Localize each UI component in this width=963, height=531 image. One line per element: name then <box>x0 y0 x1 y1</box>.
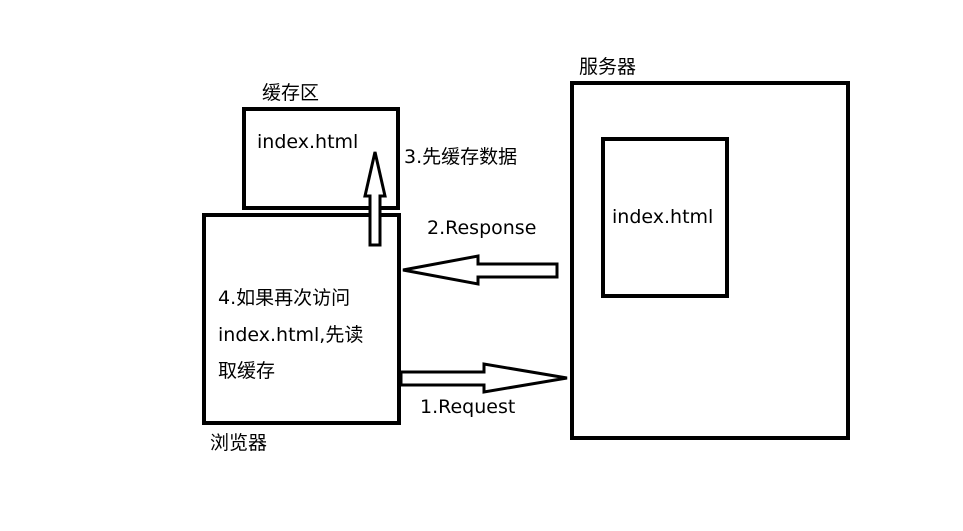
server-file-label: index.html <box>612 206 714 228</box>
server-file-box <box>601 137 729 298</box>
browser-box <box>202 213 401 425</box>
step2-label: 2.Response <box>427 217 537 239</box>
cache-box <box>242 107 400 210</box>
step3-label: 3.先缓存数据 <box>404 146 518 168</box>
cache-file-label: index.html <box>257 131 359 153</box>
cache-title: 缓存区 <box>262 82 320 104</box>
server-box <box>570 81 850 440</box>
step4-line-1: 4.如果再次访问 <box>218 287 351 309</box>
step4-line-3: 取缓存 <box>218 360 276 382</box>
step4-line-2: index.html,先读 <box>218 324 364 346</box>
response-arrow <box>402 254 559 286</box>
cache-store-arrow <box>363 151 387 247</box>
request-arrow <box>399 362 568 394</box>
step1-label: 1.Request <box>420 396 516 418</box>
browser-title: 浏览器 <box>210 432 268 454</box>
server-title: 服务器 <box>579 56 637 78</box>
